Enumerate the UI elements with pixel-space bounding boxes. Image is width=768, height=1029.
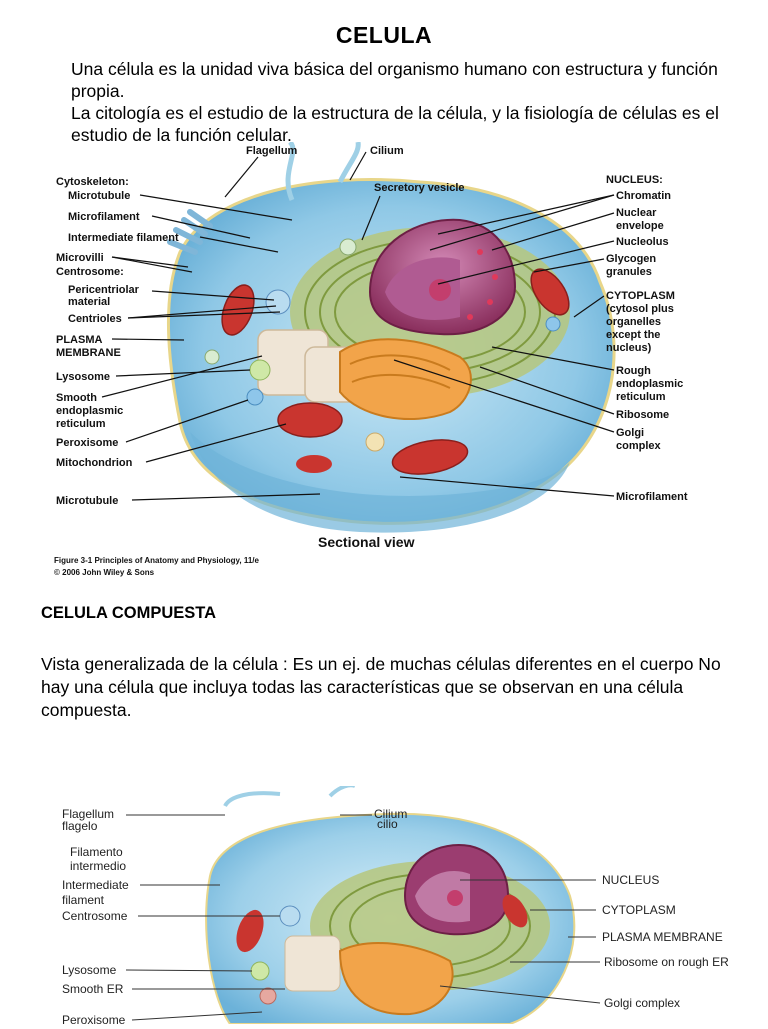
label-nuclear-2: envelope <box>616 220 664 232</box>
label-cyto-2: organelles <box>606 316 661 328</box>
label-lysosome: Lysosome <box>56 371 110 383</box>
label-cytoplasm: CYTOPLASM <box>606 290 675 302</box>
label-pericentriolar-1: Pericentriolar <box>68 284 140 296</box>
label-secretory-vesicle: Secretory vesicle <box>374 182 465 194</box>
label-cilium: Cilium <box>370 145 404 157</box>
label2-cilio: cilio <box>377 817 398 831</box>
label-smooth-2: endoplasmic <box>56 405 123 417</box>
cilium <box>337 141 361 184</box>
label2-cilium: Cilium <box>374 807 407 821</box>
label-peroxisome: Peroxisome <box>56 437 118 449</box>
label-centrosome: Centrosome: <box>56 266 124 278</box>
label-pericentriolar-2: material <box>68 296 110 308</box>
label2-peroxisome: Peroxisome <box>62 1013 126 1024</box>
label-cyto-4: nucleus) <box>606 342 652 354</box>
label2-lysosome: Lysosome <box>62 963 117 977</box>
label2-centrosome: Centrosome <box>62 909 128 923</box>
intro-text: Una célula es la unidad viva básica del … <box>71 58 731 146</box>
label2-ribosome: Ribosome on rough ER <box>604 955 729 969</box>
label2-intermediate-2: filament <box>62 893 105 907</box>
label-flagellum: Flagellum <box>246 145 298 157</box>
golgi-complex <box>339 338 472 421</box>
label-glycogen-1: Glycogen <box>606 253 656 265</box>
label2-intermediate-1: Intermediate <box>62 878 129 892</box>
flagellum <box>285 140 296 201</box>
label-cytoskeleton: Cytoskeleton: <box>56 176 129 188</box>
label-intermediate-filament: Intermediate filament <box>68 232 179 244</box>
label2-golgi: Golgi complex <box>604 996 680 1010</box>
label-golgi-2: complex <box>616 440 662 452</box>
label2-flagellum: Flagellum <box>62 807 114 821</box>
label2-filamento-2: intermedio <box>70 859 126 873</box>
label-plasma-1: PLASMA <box>56 334 103 346</box>
intro-paragraph-1: Una célula es la unidad viva básica del … <box>71 59 718 101</box>
label-cyto-1: (cytosol plus <box>606 303 674 315</box>
figure-caption-1: Figure 3-1 Principles of Anatomy and Phy… <box>54 556 259 565</box>
label-microfilament-bottom: Microfilament <box>616 491 688 503</box>
centrosome <box>265 289 291 315</box>
figure-caption-2: © 2006 John Wiley & Sons <box>54 568 155 577</box>
label-microtubule-bottom: Microtubule <box>56 495 118 507</box>
label-chromatin: Chromatin <box>616 190 671 202</box>
label-centrioles: Centrioles <box>68 313 122 325</box>
label-rough-3: reticulum <box>616 391 666 403</box>
label-golgi-1: Golgi <box>616 427 644 439</box>
label-ribosome: Ribosome <box>616 409 669 421</box>
label-rough-1: Rough <box>616 365 651 377</box>
label-microtubule: Microtubule <box>68 190 130 202</box>
intro-paragraph-2: La citología es el estudio de la estruct… <box>71 103 719 145</box>
composite-cell-diagram: Flagellum flagelo Filamento intermedio I… <box>40 783 750 1027</box>
label2-nucleus: NUCLEUS <box>602 873 659 887</box>
label-rough-2: endoplasmic <box>616 378 683 390</box>
section-title: CELULA COMPUESTA <box>41 604 217 622</box>
label2-smooth-er: Smooth ER <box>62 982 124 996</box>
label-microvilli: Microvilli <box>56 252 104 264</box>
page-title: CELULA <box>335 22 433 48</box>
label-nuclear-1: Nuclear <box>616 207 657 219</box>
label-glycogen-2: granules <box>606 266 652 278</box>
label-microfilament: Microfilament <box>68 211 140 223</box>
label-plasma-2: MEMBRANE <box>56 347 121 359</box>
section-text: Vista generalizada de la célula : Es un … <box>41 654 721 720</box>
label2-flagelo: flagelo <box>62 819 98 833</box>
cell-sectional-diagram: Cytoskeleton: Microtubule Microfilament … <box>40 140 740 582</box>
label-cyto-3: except the <box>606 329 660 341</box>
label-smooth-3: reticulum <box>56 418 106 430</box>
sectional-view-label: Sectional view <box>318 534 415 550</box>
label-smooth-1: Smooth <box>56 392 97 404</box>
label-mitochondrion: Mitochondrion <box>56 457 133 469</box>
label-nucleus: NUCLEUS: <box>606 174 663 186</box>
nucleolus <box>429 279 451 301</box>
mitochondrion <box>277 402 343 438</box>
label2-filamento-1: Filamento <box>70 845 123 859</box>
label2-cytoplasm: CYTOPLASM <box>602 903 676 917</box>
label2-plasma-membrane: PLASMA MEMBRANE <box>602 930 723 944</box>
label-nucleolus: Nucleolus <box>616 236 669 248</box>
